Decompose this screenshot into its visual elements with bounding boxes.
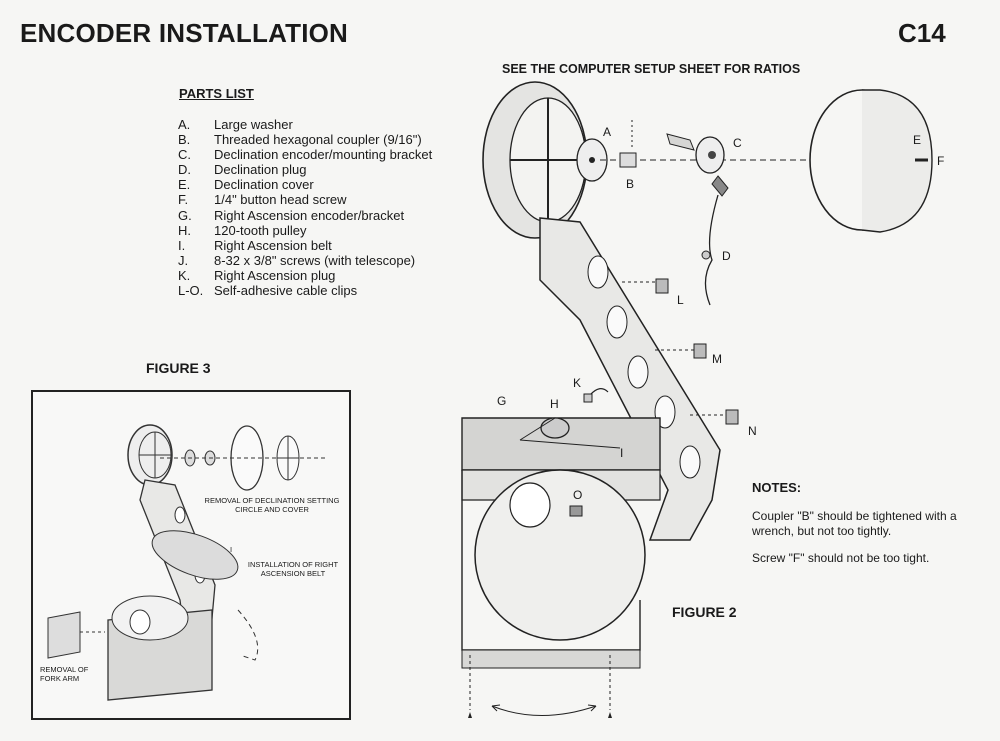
notes-title: NOTES: [752, 480, 802, 495]
figure2-title: FIGURE 2 [672, 604, 737, 620]
list-item: H.120-tooth pulley [178, 222, 307, 238]
list-item: A.Large washer [178, 117, 293, 132]
list-item: E.Declination cover [178, 177, 314, 193]
list-item: B.Threaded hexagonal coupler (9/16") [178, 132, 422, 148]
fig3-label-i: I [230, 545, 233, 554]
fig2-label-e: E [913, 133, 922, 147]
fig2-label-l: L [677, 293, 684, 307]
note-coupler: Coupler "B" should be tightened with a w… [752, 509, 957, 538]
notes-section: NOTES: Coupler "B" should be tightened w… [752, 480, 992, 578]
fig2-label-m: M [712, 352, 722, 366]
fig2-label-h: H [550, 397, 559, 411]
list-item: K.Right Ascension plug [178, 267, 336, 283]
list-item: D.Declination plug [178, 162, 307, 178]
list-item: J.8-32 x 3/8" screws (with telescope) [178, 252, 416, 268]
fig2-label-o: O [573, 488, 583, 502]
fig2-label-c: C [733, 136, 742, 150]
fig2-label-f: F [937, 154, 945, 168]
fig2-label-d: D [722, 249, 731, 263]
page-title: ENCODER INSTALLATION [20, 18, 349, 48]
figure3-title: FIGURE 3 [146, 360, 211, 376]
setup-note: SEE THE COMPUTER SETUP SHEET FOR RATIOS [502, 62, 801, 76]
page-code: C14 [898, 18, 946, 48]
parts-list: A.Large washer B.Threaded hexagonal coup… [178, 117, 432, 298]
list-item: F.1/4" button head screw [178, 192, 347, 208]
list-item: C.Declination encoder/mounting bracket [178, 147, 433, 163]
fig2-label-k: K [573, 376, 582, 390]
fig2-label-a: A [603, 125, 612, 139]
fig2-label-i: I [620, 446, 624, 460]
list-item: G.Right Ascension encoder/bracket [178, 207, 405, 223]
list-item: I.Right Ascension belt [178, 237, 332, 253]
fig2-label-b: B [626, 177, 635, 191]
fig2-label-n: N [748, 424, 757, 438]
note-screw: Screw "F" should not be too tight. [752, 551, 930, 565]
list-item: L-O.Self-adhesive cable clips [178, 283, 358, 299]
fig2-label-g: G [497, 394, 507, 408]
parts-list-title: PARTS LIST [179, 86, 254, 101]
